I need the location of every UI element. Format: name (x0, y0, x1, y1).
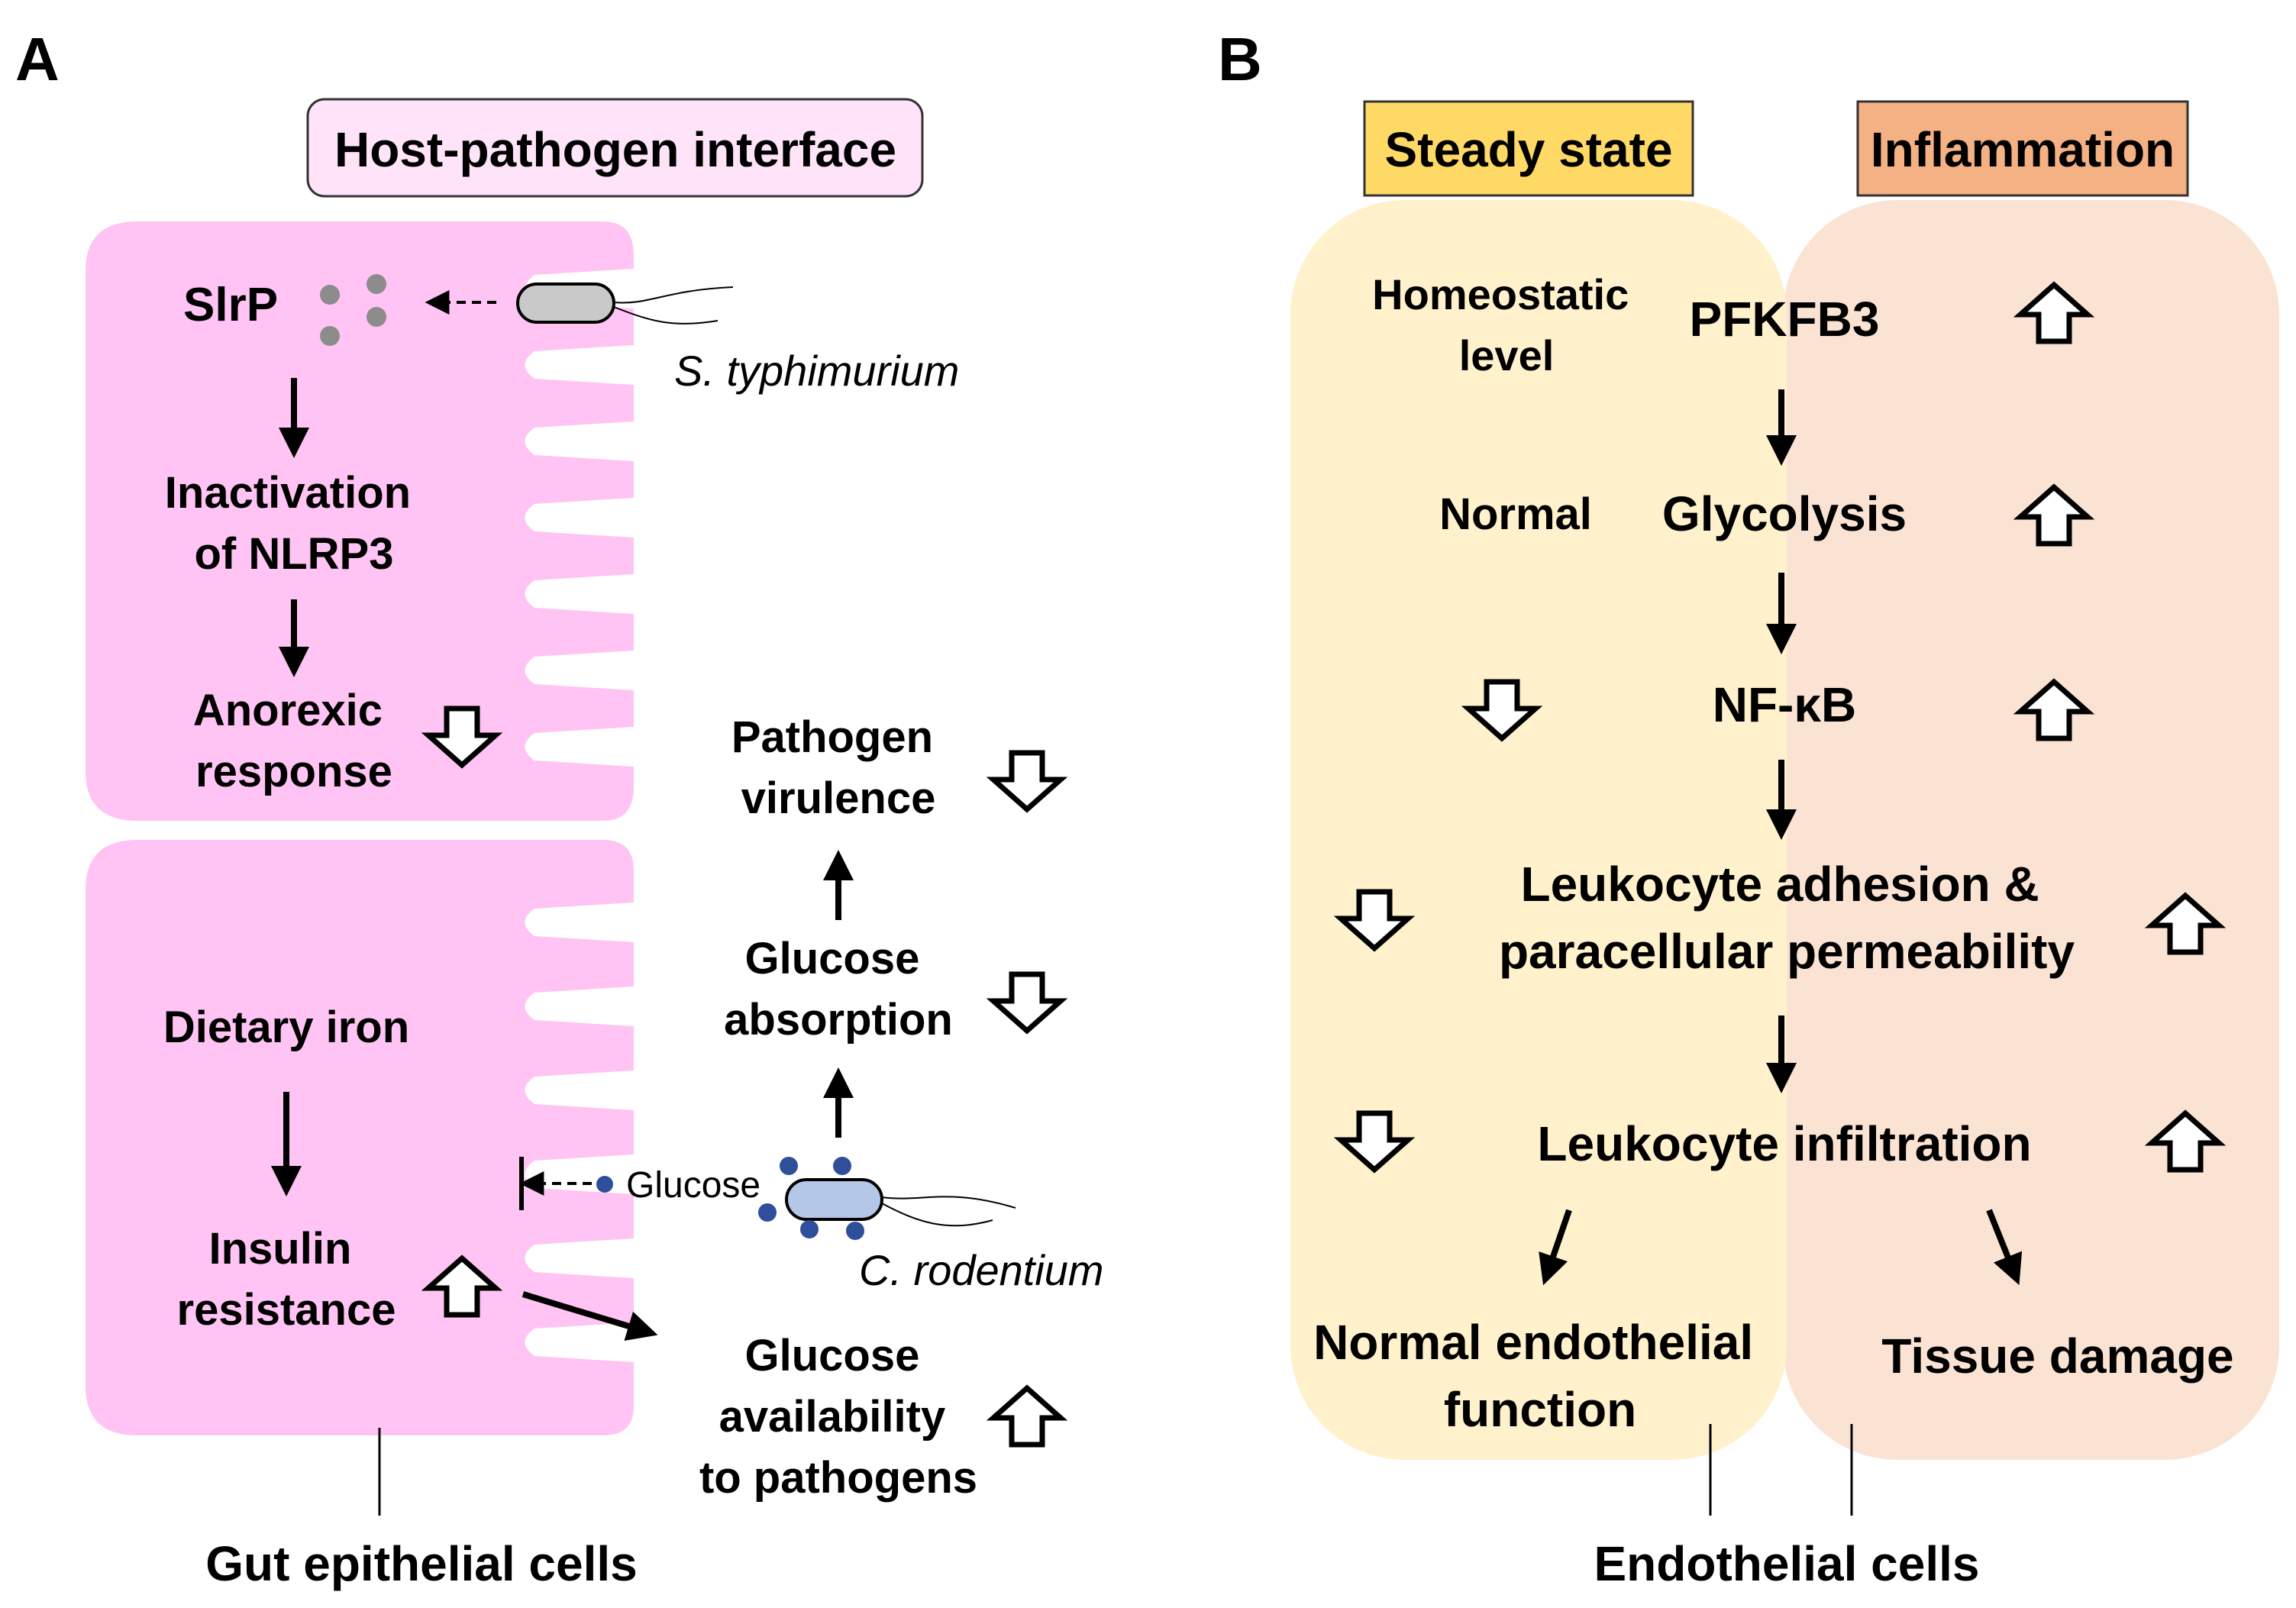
slrp-label: SlrP (183, 279, 278, 331)
normal-endothelial-function-label: Normal endothelial function (1313, 1315, 1767, 1437)
slrp-protein-dot (320, 326, 340, 346)
glycolysis-label: Glycolysis (1662, 486, 1907, 541)
absorption-decrease-icon (993, 974, 1061, 1031)
s-typhimurium-label: S. typhimurium (674, 347, 959, 395)
steady-state-label-box (1363, 100, 1694, 197)
arrow-to-normal-function (1539, 1209, 1572, 1286)
epithelial-cell-top (86, 221, 634, 821)
slrp-protein-dot (367, 274, 386, 294)
inactivation-nlrp3-label: Inactivation of NLRP3 (165, 468, 423, 579)
slrp-protein-dot (367, 307, 386, 327)
epithelial-cell-bottom (86, 840, 634, 1435)
steady-state-label: Steady state (1384, 122, 1672, 177)
leukocyte-adhesion-label: Leukocyte adhesion & paracellular permea… (1499, 857, 2075, 979)
pathogen-virulence-label: Pathogen virulence (731, 712, 945, 823)
c-rodentium-label: C. rodentium (859, 1246, 1104, 1294)
panel-a: A Host-pathogen interface SlrP S. typhim… (15, 25, 1104, 1591)
normal-label: Normal (1439, 489, 1592, 539)
homeostatic-level-label: Homeostatic level (1372, 270, 1641, 379)
anorexic-response-label: Anorexic response (193, 686, 395, 796)
availability-increase-icon (993, 1388, 1061, 1445)
virulence-decrease-icon (993, 753, 1061, 809)
panel-a-letter: A (15, 25, 60, 93)
glucose-availability-label: Glucose availability to pathogens (699, 1331, 977, 1503)
panel-b: B Steady state Inflammation Homeostatic … (1218, 25, 2279, 1591)
tissue-damage-label: Tissue damage (1881, 1329, 2233, 1384)
glucose-absorption-label: Glucose absorption (724, 934, 953, 1045)
insulin-resistance-label: Insulin resistance (177, 1224, 396, 1335)
inflammation-region (1783, 200, 2279, 1460)
host-pathogen-header: Host-pathogen interface (334, 122, 896, 177)
c-rodentium-bacterium (758, 1157, 1016, 1240)
glucose-label: Glucose (626, 1165, 760, 1206)
slrp-protein-dot (320, 285, 340, 305)
arrow-to-tissue-damage (1986, 1209, 2023, 1286)
pfkfb3-label: PFKFB3 (1690, 292, 1880, 347)
steady-state-region (1290, 200, 1787, 1460)
leukocyte-infiltration-label: Leukocyte infiltration (1537, 1116, 2031, 1171)
s-typhimurium-bacterium (516, 283, 734, 325)
inflammation-label-box (1856, 100, 2189, 197)
arrow-insulin-to-availability (522, 1291, 658, 1342)
gut-epithelial-footer: Gut epithelial cells (205, 1536, 638, 1591)
dietary-iron-label: Dietary iron (163, 1003, 409, 1052)
glucose-dot (596, 1176, 613, 1193)
nfkb-label: NF-κB (1713, 677, 1857, 732)
host-pathogen-header-box (306, 98, 924, 198)
endothelial-cells-footer: Endothelial cells (1594, 1536, 1979, 1591)
panel-b-letter: B (1218, 25, 1262, 93)
inflammation-label: Inflammation (1871, 122, 2175, 177)
